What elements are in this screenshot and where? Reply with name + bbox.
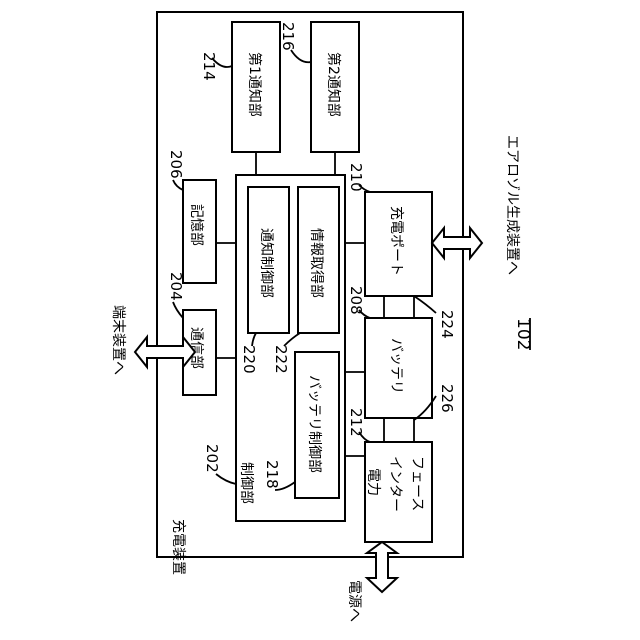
storage-label: 記憶部: [188, 204, 205, 246]
notify-controller-label: 通知制御部: [258, 228, 275, 298]
power-source-arrow-icon: [367, 542, 397, 592]
battery-controller-label: バッテリ制御部: [306, 375, 322, 473]
power-interface-line3: フェース: [409, 456, 425, 511]
power-interface-line1: 電力: [365, 468, 381, 496]
battery-controller-ref: 218: [263, 460, 281, 489]
control-label: 制御部: [238, 462, 254, 504]
notify-controller-ref: 220: [240, 345, 258, 374]
info-acquirer-label: 情報取得部: [308, 228, 325, 298]
communication-ref: 204: [167, 272, 185, 301]
line-226-ref: 226: [438, 384, 456, 413]
battery-ref: 208: [347, 286, 365, 315]
power-source-label: 電源へ: [346, 580, 362, 622]
line-224-ref: 224: [438, 310, 456, 339]
notifier1-label: 第1通知部: [246, 52, 263, 117]
terminal-label: 端末装置へ: [110, 305, 126, 375]
power-interface-ref: 212: [347, 408, 365, 437]
storage-ref: 206: [167, 150, 185, 179]
info-acquirer-ref: 222: [272, 345, 290, 374]
charge-port-label: 充電ポート: [388, 206, 404, 276]
control-ref: 202: [203, 444, 221, 473]
battery-label: バッテリ: [388, 338, 404, 394]
device-label: 充電装置: [170, 519, 186, 575]
power-interface-line2: インター: [387, 456, 403, 512]
notifier1-ref: 214: [200, 52, 218, 81]
notifier2-ref: 216: [279, 22, 297, 51]
notifier2-label: 第2通知部: [325, 52, 342, 117]
aerosol-label: エアロゾル生成装置へ: [504, 135, 520, 275]
